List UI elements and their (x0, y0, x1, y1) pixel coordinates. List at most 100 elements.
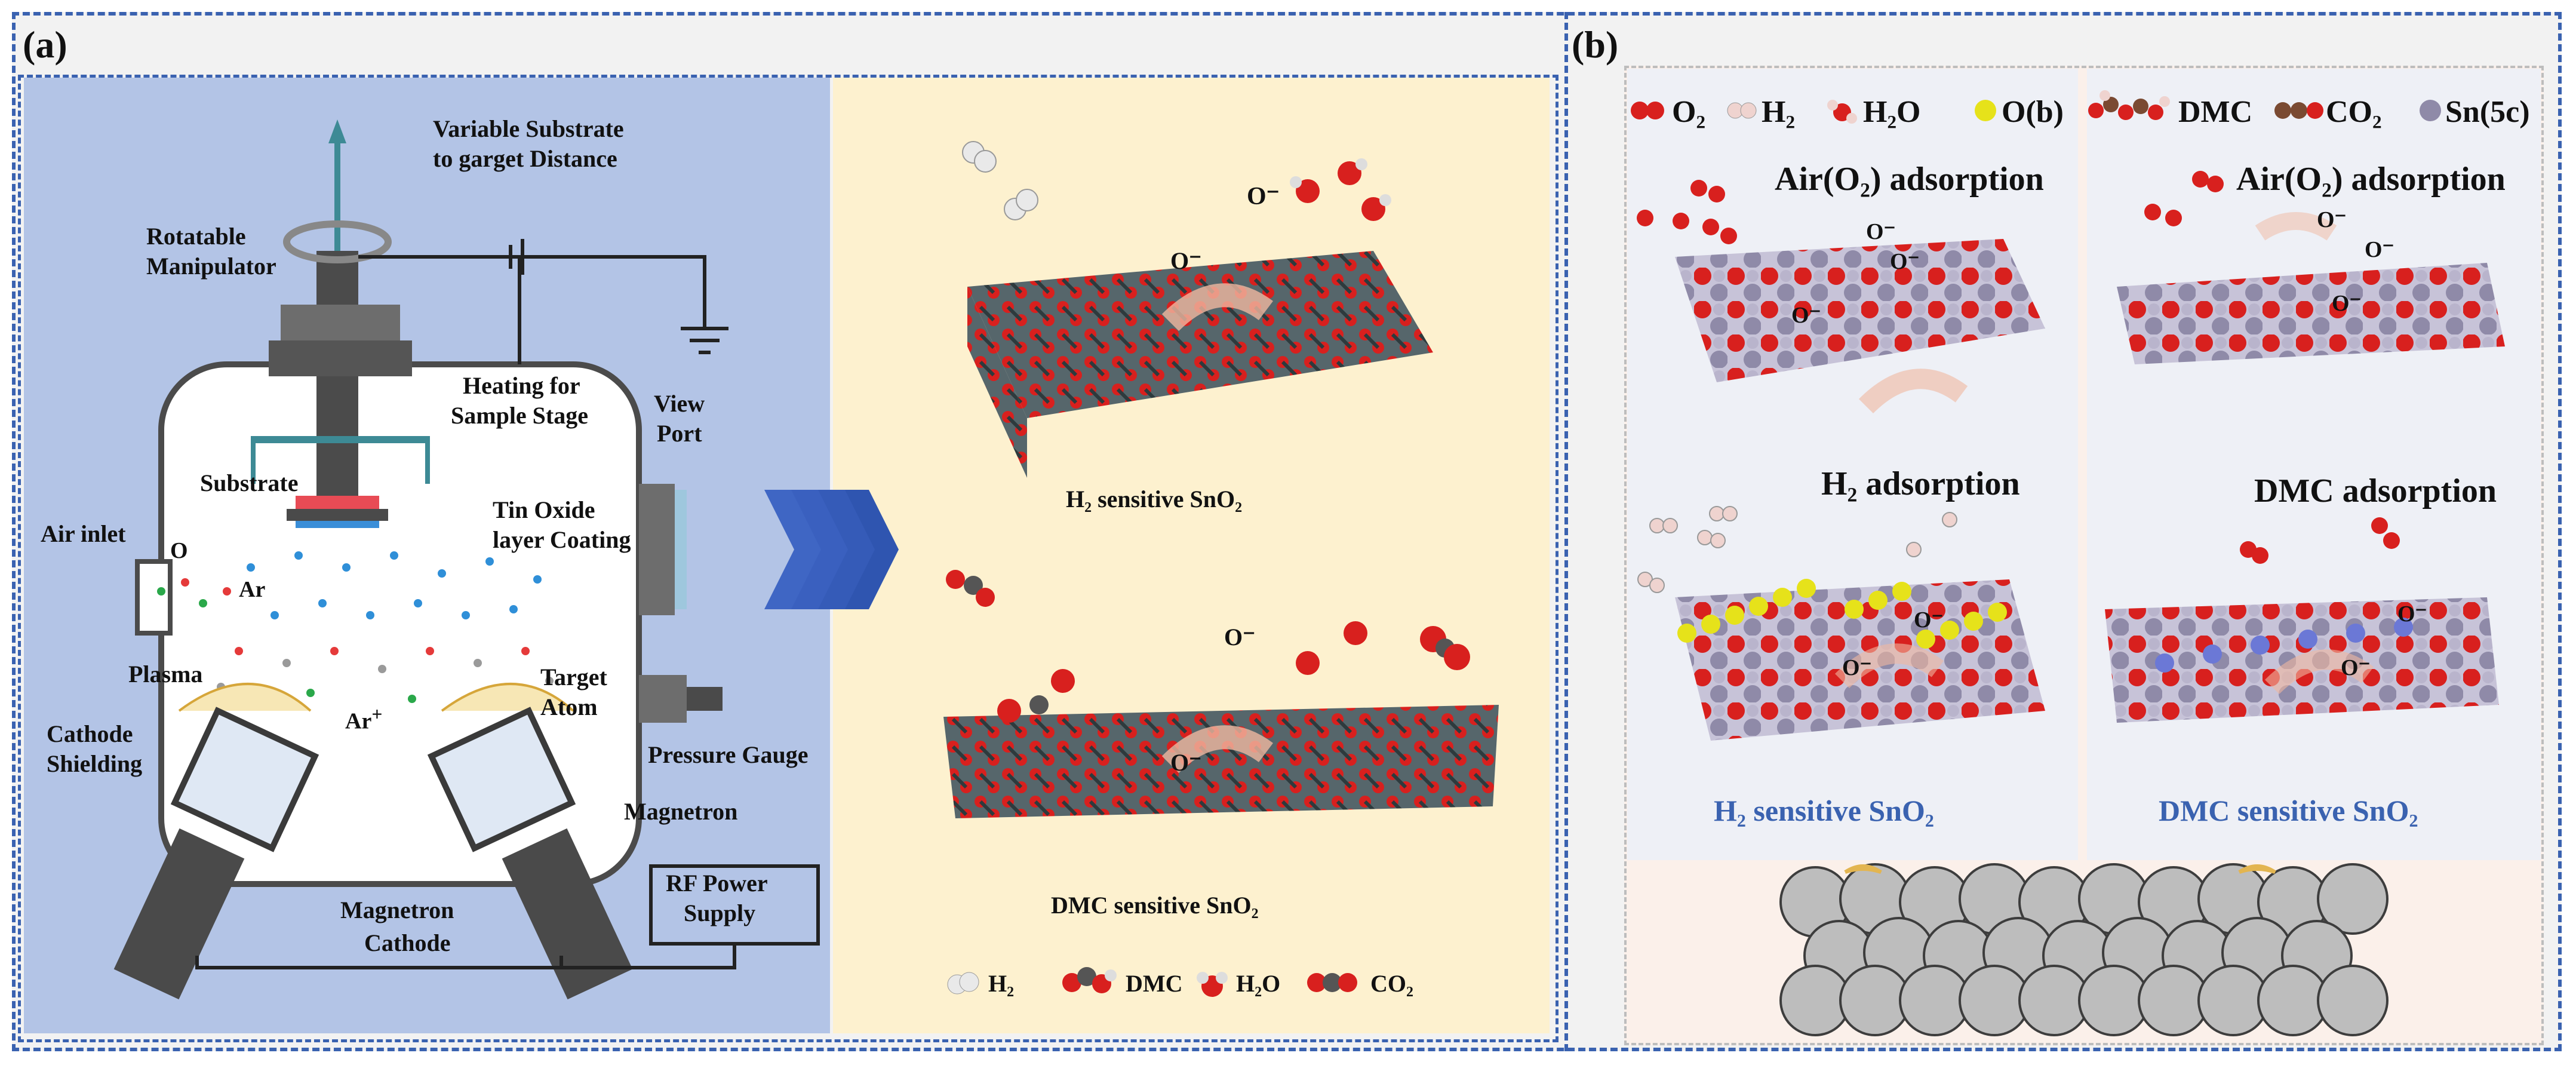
panel-b-surfaces: O⁻ O⁻ O⁻ O⁻ O⁻ O⁻ O⁻ O⁻ O⁻ O⁻ (1637, 171, 2505, 741)
air-inlet-port (135, 559, 173, 636)
h2o-icon-b (1827, 100, 1857, 124)
label-target: Target (540, 664, 607, 690)
legend-h2-b: H₂ (1762, 95, 1796, 129)
label-cathode-shielding-2: Shielding (47, 750, 143, 777)
o-minus-b-8: O⁻ (1842, 655, 1872, 680)
o-minus-b-4: O⁻ (2317, 207, 2347, 232)
o-minus-label-bottom-2: O⁻ (1170, 749, 1201, 776)
bridging-o-icon (1975, 100, 1996, 121)
h2-icon-b (1727, 102, 1757, 119)
manipulator-flange (269, 340, 412, 376)
heading-h2-adsorption: H₂ adsorption (1821, 465, 2020, 502)
heading-air-adsorption-left: Air(O₂) adsorption (1775, 161, 2044, 198)
label-magnetron-cathode: Magnetron (340, 897, 454, 923)
caption-dmc-sensitive-b: DMC sensitive SnO₂ (2159, 794, 2418, 827)
label-view-port: View (654, 390, 705, 417)
heading-air-adsorption-right: Air(O₂) adsorption (2236, 161, 2506, 198)
legend-o2: O₂ (1672, 95, 1706, 129)
view-port (639, 484, 675, 615)
sputtering-chamber-diagram (113, 119, 820, 1000)
label-target-2: Atom (540, 693, 598, 720)
label-variable-distance: Variable Substrate (433, 115, 624, 142)
label-tin-oxide-2: layer Coating (493, 526, 631, 553)
sno2-structures: O⁻ O⁻ O⁻ O⁻ (943, 141, 1499, 818)
o-minus-b-1: O⁻ (1866, 219, 1896, 244)
o-minus-b-10: O⁻ (2341, 655, 2371, 680)
legend-sn5c: Sn(5c) (2445, 95, 2530, 129)
heater (296, 496, 379, 509)
plasma-particles (157, 551, 554, 709)
heading-dmc-adsorption: DMC adsorption (2254, 472, 2497, 510)
tin-icon (2420, 100, 2441, 121)
tin-oxide-coating (296, 521, 379, 528)
o-minus-b-5: O⁻ (2365, 237, 2394, 262)
o-minus-b-7: O⁻ (1914, 607, 1944, 633)
caption-h2-sensitive-b: H₂ sensitive SnO₂ (1714, 794, 1934, 827)
o-minus-b-2: O⁻ (1890, 249, 1920, 274)
rotation-arrow (283, 220, 392, 263)
legend-co2-b: CO₂ (2326, 95, 2382, 129)
label-substrate: Substrate (200, 469, 299, 496)
panel-b-label: (b) (1572, 23, 1619, 66)
label-air-inlet: Air inlet (41, 520, 126, 547)
sno2-grain-stack (1779, 863, 2389, 1036)
o-minus-label-bottom: O⁻ (1224, 624, 1255, 650)
left-magnetron (113, 683, 319, 1000)
legend-h2o: H₂O (1236, 970, 1281, 997)
h2o-icon (1197, 972, 1228, 997)
slab-air-right (2117, 263, 2505, 364)
label-rotatable: Rotatable (146, 223, 246, 250)
co2-icon (1307, 973, 1357, 992)
label-argon: Ar (239, 577, 266, 602)
label-cathode-shielding: Cathode (47, 720, 133, 747)
label-view-port-2: Port (657, 420, 702, 447)
label-plasma: Plasma (128, 661, 203, 688)
o-minus-label-top-2: O⁻ (1170, 247, 1201, 274)
label-magnetron-cathode-2: Cathode (364, 929, 451, 956)
panel-b-left-column (1627, 69, 2078, 860)
o-minus-b-3: O⁻ (1791, 303, 1821, 328)
panel-a-label: (a) (23, 23, 67, 66)
legend-co2: CO₂ (1370, 970, 1413, 997)
manipulator-axis (334, 137, 340, 251)
legend-o-bridging: O(b) (2002, 95, 2064, 129)
dmc-sensitive-lattice (943, 705, 1499, 818)
caption-dmc-sensitive-structure: DMC sensitive SnO₂ (1051, 892, 1259, 919)
o-minus-b-6: O⁻ (2332, 291, 2362, 316)
manipulator-flange-top (281, 305, 400, 340)
label-tin-oxide: Tin Oxide (493, 496, 595, 523)
slab-air-left (1675, 239, 2045, 382)
legend-h2: H₂ (988, 970, 1015, 997)
h2-sensitive-lattice (967, 251, 1433, 418)
label-magnetron: Magnetron (624, 798, 738, 825)
label-rotatable-2: Manipulator (146, 253, 276, 280)
dmc-icon (1062, 967, 1117, 993)
substrate (287, 509, 388, 521)
o-minus-b-9: O⁻ (2397, 601, 2427, 627)
label-heating: Heating for (463, 372, 580, 399)
process-chevron-arrows (764, 490, 899, 609)
panel-b-right-column (2087, 69, 2541, 860)
right-magnetron (427, 683, 633, 1000)
h2-icon (947, 972, 979, 995)
legend-h2o-b: H₂O (1863, 95, 1921, 129)
manipulator-rod (316, 251, 358, 508)
label-pressure-gauge: Pressure Gauge (648, 741, 809, 768)
label-variable-distance-2: to garget Distance (433, 145, 617, 172)
pressure-gauge (639, 675, 687, 723)
label-argon-ion: Ar+ (345, 704, 383, 734)
label-oxygen: O (170, 538, 188, 563)
legend-dmc-b: DMC (2178, 95, 2253, 129)
o2-icon (1631, 102, 1664, 119)
panel-divider (1564, 12, 1568, 1051)
structure-panel-background (833, 78, 1550, 1033)
legend-dmc: DMC (1126, 970, 1183, 997)
label-rf-power-2: Supply (684, 900, 756, 926)
o-minus-label-top: O⁻ (1247, 183, 1280, 210)
label-rf-power: RF Power (666, 870, 768, 897)
dmc-icon-b (2088, 90, 2170, 120)
caption-h2-sensitive-structure: H₂ sensitive SnO₂ (1066, 486, 1243, 512)
panel-a-border (18, 75, 1558, 1042)
label-heating-2: Sample Stage (451, 402, 588, 429)
co2-icon-b (2274, 102, 2323, 119)
